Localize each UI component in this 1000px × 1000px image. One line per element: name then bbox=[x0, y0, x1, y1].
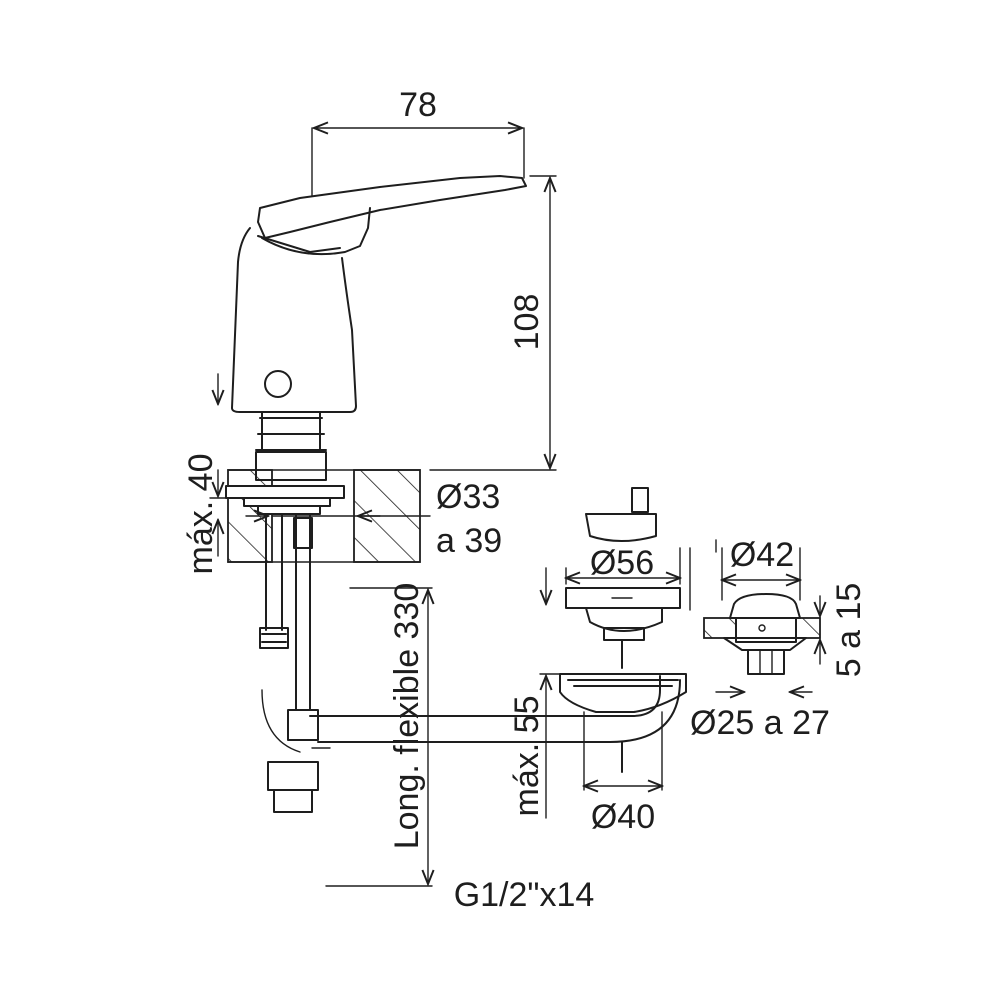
dim-height-108: 108 bbox=[508, 294, 546, 351]
dim-waste-diameter: Ø40 bbox=[591, 798, 655, 836]
pull-rod bbox=[309, 675, 681, 749]
popup-plug bbox=[559, 487, 687, 773]
countertop-section bbox=[225, 469, 421, 563]
dim-max-40: máx. 40 bbox=[182, 454, 220, 575]
faucet-body bbox=[218, 175, 527, 481]
flexible-hoses bbox=[259, 513, 319, 813]
waste-body bbox=[583, 711, 663, 791]
dim-connection-thread: G1/2"x14 bbox=[454, 876, 595, 914]
overflow-cap bbox=[703, 593, 821, 675]
dim-flexible-length: Long. flexible 330 bbox=[388, 583, 426, 850]
dim-cap-diameter: Ø42 bbox=[730, 536, 794, 574]
dim-hole-diameter: Ø33 bbox=[436, 478, 500, 516]
dim-flange-diameter: Ø56 bbox=[590, 544, 654, 582]
dim-thread-range: Ø25 a 27 bbox=[690, 704, 830, 742]
dim-width-78: 78 bbox=[399, 86, 437, 124]
dim-thickness-range: 5 a 15 bbox=[830, 583, 868, 678]
dim-hole-diameter-range: a 39 bbox=[436, 522, 502, 560]
dim-max-55: máx. 55 bbox=[508, 696, 546, 817]
aerator-circle bbox=[264, 370, 292, 398]
dimension-lines bbox=[209, 128, 820, 887]
